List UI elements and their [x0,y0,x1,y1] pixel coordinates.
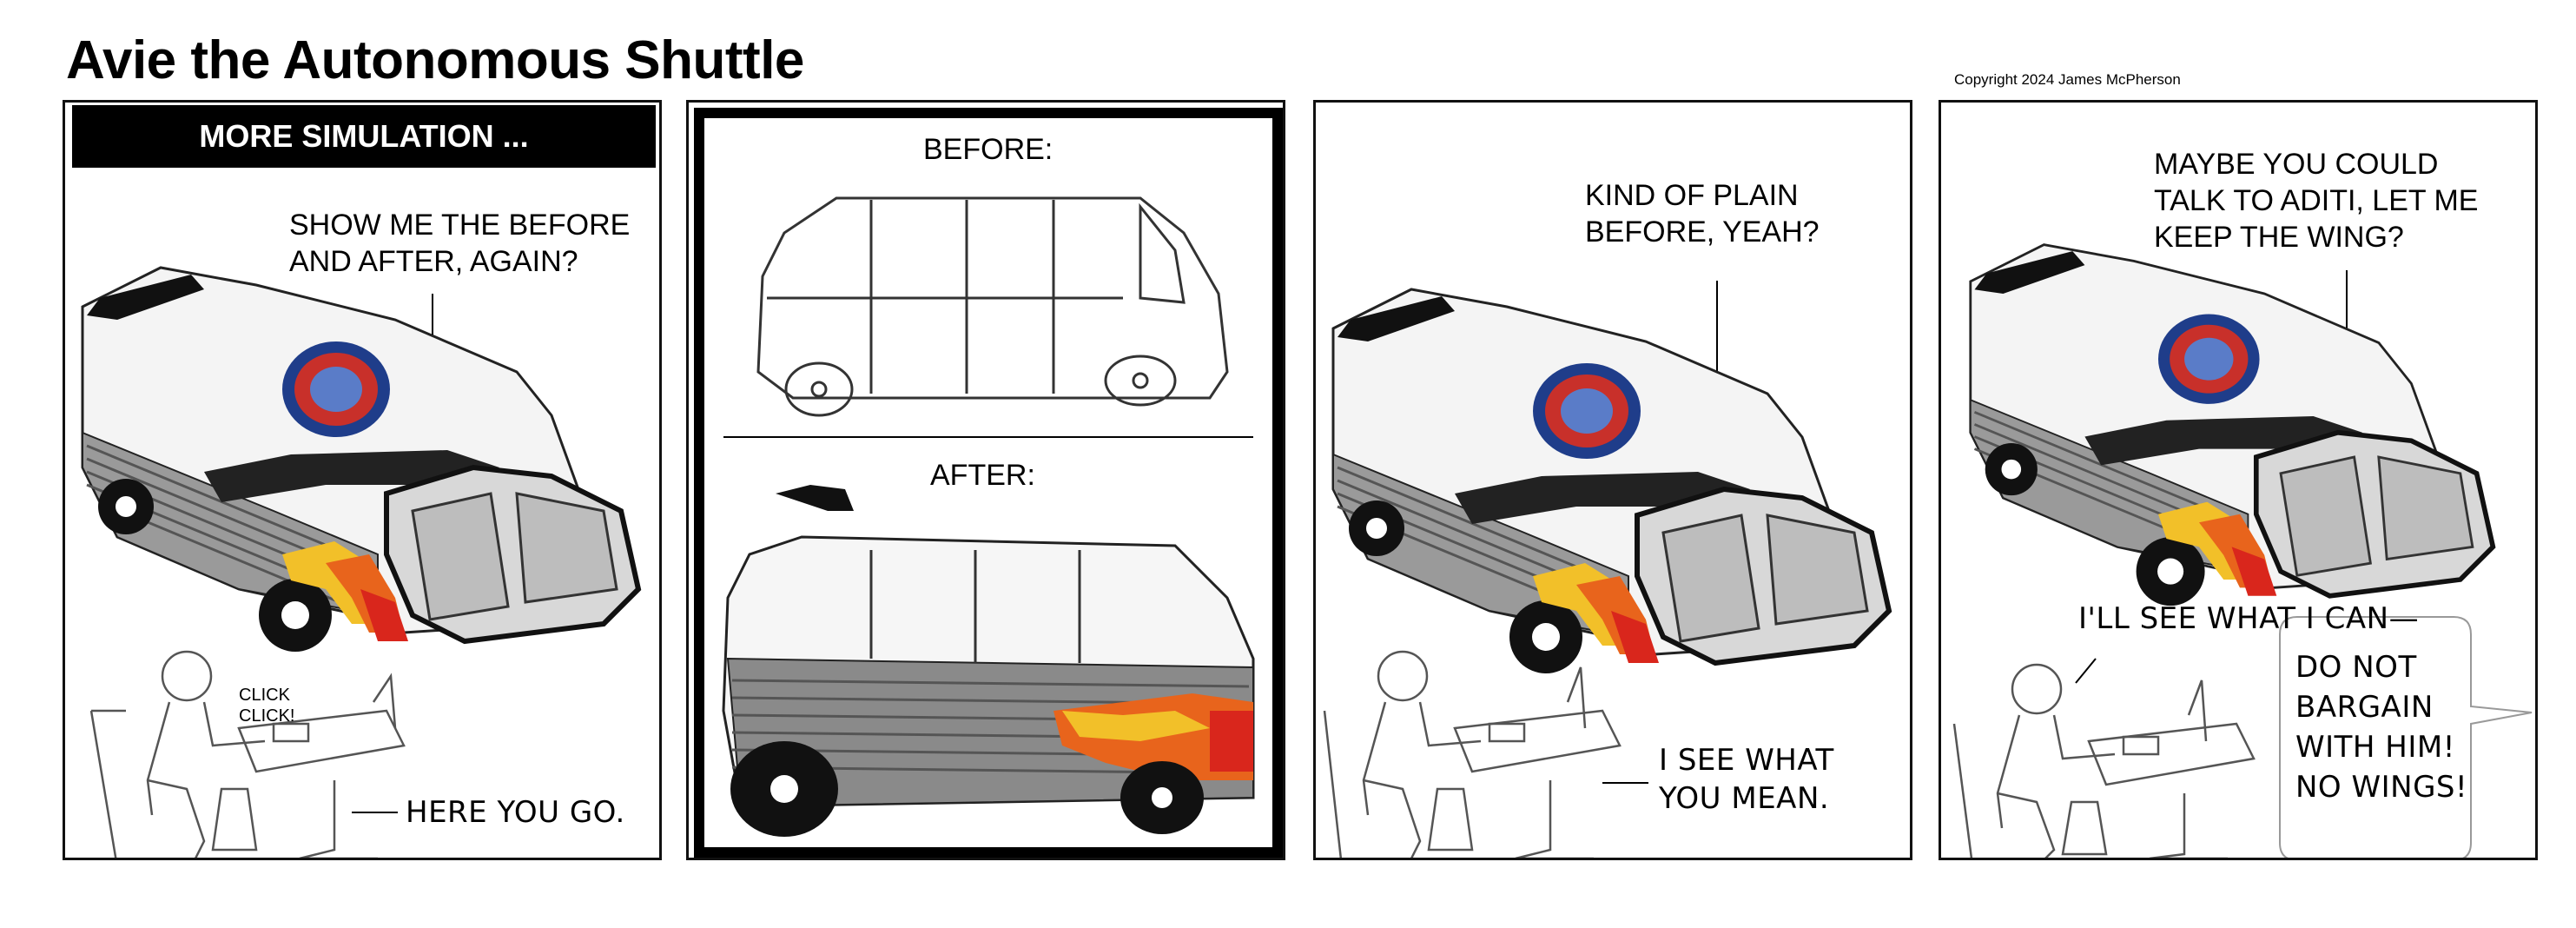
strip-title: Avie the Autonomous Shuttle [66,30,804,90]
panel-1: MORE SIMULATION ... SHOW ME THE BEFORE A… [63,100,662,860]
person-at-desk [1323,650,1622,858]
shuttle-with-wing [1331,288,1892,673]
person-at-desk [1952,663,2256,858]
panel-3: KIND OF PLAIN BEFORE, YEAH? [1313,100,1912,860]
after-label: AFTER: [930,459,1035,492]
panel-3-speech-line-2: BEFORE, YEAH? [1585,215,1820,249]
panel-1-sound-line-1: CLICK [239,686,290,705]
panel-3-speech-line-1: KIND OF PLAIN [1585,179,1799,212]
shuttle-with-wing [1969,243,2496,607]
panel-1-speech-line-1: SHOW ME THE BEFORE [289,209,631,242]
panel-3-reply-line-2: YOU MEAN. [1659,781,1830,816]
panel-1-reply: HERE YOU GO. [406,795,625,830]
copyright-notice: Copyright 2024 James McPherson [1954,71,2181,88]
panel-2-illustration [694,108,1283,858]
panel-2: BEFORE: AFTER: [686,100,1285,860]
person-at-desk [89,650,406,858]
speech-screen-outline [2279,616,2533,858]
plain-van-before [756,196,1229,417]
panel-4-reply: I'LL SEE WHAT I CAN— [2078,601,2420,636]
panel-4-screen-line-3: WITH HIM! [2295,730,2455,765]
shuttle-with-wing [81,266,642,652]
panel-1-speech-line-2: AND AFTER, AGAIN? [289,245,578,278]
panel-4-screen-line-2: BARGAIN [2295,690,2434,725]
panel-3-illustration [1323,281,1892,858]
panel-4: MAYBE YOU COULD TALK TO ADITI, LET ME KE… [1939,100,2538,860]
panel-1-illustration [81,266,642,858]
panel-4-screen-line-4: NO WINGS! [2295,770,2468,805]
panel-4-illustration [1952,243,2533,858]
flaming-van-after [722,485,1255,837]
panel-4-screen-line-1: DO NOT [2295,650,2417,685]
panel-4-speech-line-2: TALK TO ADITI, LET ME [2154,184,2479,217]
panel-4-speech-line-3: KEEP THE WING? [2154,221,2404,254]
panel-1-sound-line-2: CLICK! [239,706,295,726]
panel-4-speech-line-1: MAYBE YOU COULD [2154,148,2439,181]
before-label: BEFORE: [923,133,1054,166]
panel-3-reply-line-1: I SEE WHAT [1659,743,1834,778]
panel-1-banner: MORE SIMULATION ... [72,105,656,168]
